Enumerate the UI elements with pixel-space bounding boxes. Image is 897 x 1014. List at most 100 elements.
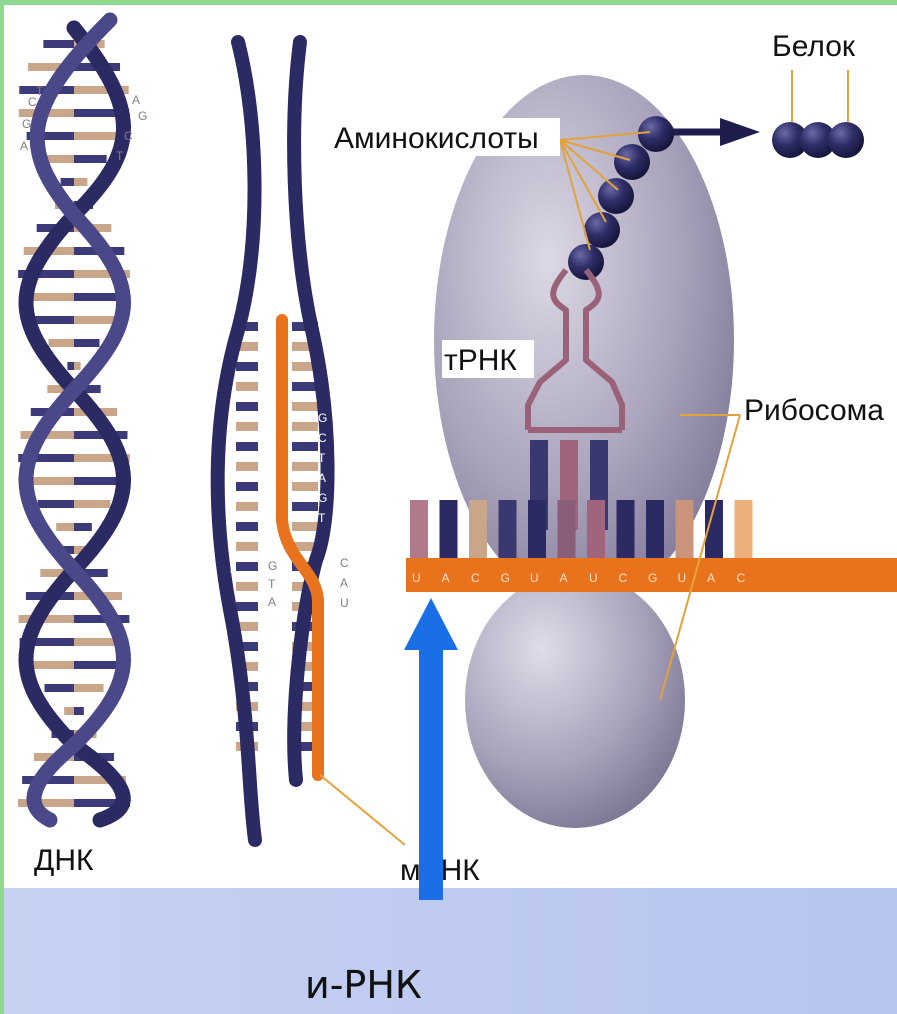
dna-base-right-1: A: [132, 93, 140, 107]
codon-bar: [735, 500, 753, 560]
strand-base-letter: T: [230, 469, 238, 483]
helix-rung: [74, 684, 104, 692]
codon-letter: U: [412, 571, 421, 585]
codon-letter: C: [471, 571, 480, 585]
codon-letter: A: [560, 571, 568, 585]
helix-rung: [74, 523, 92, 531]
unzip-lower-left-1: G: [268, 559, 277, 573]
strand-base-letter: T: [318, 511, 326, 525]
helix-rung: [74, 707, 84, 715]
unzip-rung: [236, 562, 258, 571]
unzip-rung: [236, 502, 258, 511]
helix-rung: [74, 339, 99, 347]
codon-bar: [617, 500, 635, 560]
unzip-rung: [236, 382, 258, 391]
dna-base-left-2: T: [36, 84, 44, 98]
label-aminokisloty: Аминокислоты: [334, 122, 539, 155]
unzip-rung: [292, 522, 318, 531]
label-dnk: ДНК: [34, 844, 94, 877]
codon-letter: A: [442, 571, 450, 585]
codon-letter: G: [648, 571, 657, 585]
helix-rung: [56, 523, 74, 531]
helix-rung: [74, 362, 81, 370]
strand-base-letter: T: [230, 569, 238, 583]
helix-rung: [74, 661, 119, 669]
helix-rung: [43, 40, 74, 48]
codon-bar: [587, 500, 605, 560]
codon-bar: [440, 500, 458, 560]
unzip-rung: [236, 462, 258, 471]
helix-rung: [74, 132, 121, 140]
dna-base-left-4: A: [20, 139, 28, 153]
amino-acid-3: [598, 178, 634, 214]
unzip-rung: [292, 422, 318, 431]
strand-base-letter: C: [230, 409, 239, 423]
helix-rung: [67, 362, 74, 370]
strand-base-letter: T: [318, 451, 326, 465]
unzip-rung: [292, 442, 318, 451]
label-trnk: тРНК: [444, 344, 517, 377]
helix-rung: [74, 316, 116, 324]
codon-bar: [469, 500, 487, 560]
unzip-rung: [236, 442, 258, 451]
dna-helix: C T G A A G C T: [18, 20, 147, 820]
unzip-rung: [236, 482, 258, 491]
amino-acid-2: [584, 212, 620, 248]
codon-bar: [558, 500, 576, 560]
strand-base-letter: A: [230, 549, 238, 563]
strand-base-letter: C: [230, 529, 239, 543]
unzip-lower-right-2: A: [340, 576, 348, 590]
strand-base-letter: C: [230, 489, 239, 503]
leader-mrnk: [320, 775, 405, 845]
unzip-lower-right-3: U: [340, 596, 349, 610]
unzip-rung: [236, 522, 258, 531]
unzip-rung: [236, 602, 258, 611]
codon-bar: [646, 500, 664, 560]
unzip-rung: [292, 462, 318, 471]
unzip-rung: [292, 402, 318, 411]
dna-base-left-3: G: [22, 117, 31, 131]
codon-bar: [528, 500, 546, 560]
helix-rung: [38, 500, 74, 508]
strand-base-letter: G: [318, 411, 327, 425]
ribosome: [434, 75, 734, 828]
unzip-rung: [236, 542, 258, 551]
amino-acid-5: [638, 116, 674, 152]
arrow-head: [720, 118, 760, 146]
strand-base-letter: G: [230, 429, 239, 443]
top-border: [0, 0, 897, 5]
unzip-rung: [236, 402, 258, 411]
unzip-rung: [292, 482, 318, 491]
unzip-rung: [292, 502, 318, 511]
codon-letter: U: [589, 571, 598, 585]
unzip-rung: [292, 382, 318, 391]
unzip-lower-left-3: A: [268, 595, 276, 609]
irnk-arrow-shaft: [419, 648, 443, 900]
protein-bead-3: [828, 122, 864, 158]
unzip-rung: [236, 582, 258, 591]
codon-letter: G: [501, 571, 510, 585]
dna-base-right-2: G: [138, 109, 147, 123]
label-ribosoma: Рибосома: [744, 394, 884, 427]
helix-rung: [44, 684, 74, 692]
helix-rung: [32, 316, 74, 324]
strand-base-letter: A: [230, 509, 238, 523]
helix-rung: [74, 155, 107, 163]
label-belok: Белок: [772, 30, 856, 63]
unzip-lower-left-2: T: [268, 577, 276, 591]
amino-acid-4: [614, 144, 650, 180]
helix-rung: [29, 661, 74, 669]
strand-base-letter: A: [230, 449, 238, 463]
unzip-lower-right-1: C: [340, 556, 349, 570]
ribosome-small-subunit: [465, 572, 685, 828]
strand-base-letter: G: [318, 491, 327, 505]
bottom-band: [4, 888, 897, 1014]
label-irnk: и-РНК: [305, 963, 422, 1007]
helix-rung: [49, 339, 74, 347]
helix-rung: [18, 799, 74, 807]
unzip-rung: [236, 362, 258, 371]
